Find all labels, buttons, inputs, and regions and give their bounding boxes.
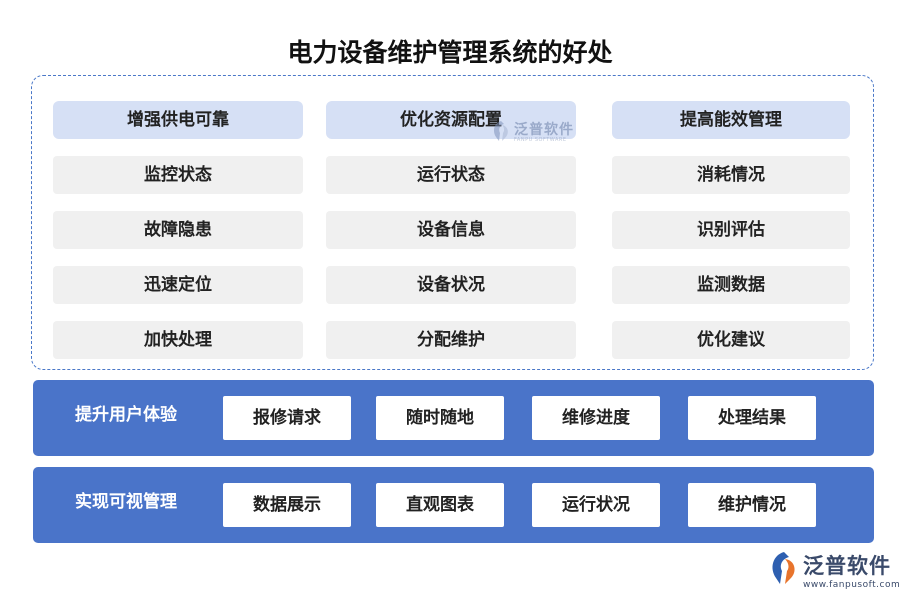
brand-logo: 泛普软件 www.fanpusoft.com bbox=[765, 548, 900, 594]
column-item: 运行状态 bbox=[326, 156, 576, 194]
watermark-sub: FANPU SOFTWARE bbox=[514, 137, 567, 143]
band-user-experience: 提升用户体验 报修请求 随时随地 维修进度 处理结果 bbox=[33, 380, 874, 456]
column-reliability: 增强供电可靠 监控状态 故障隐患 迅速定位 加快处理 bbox=[53, 101, 303, 359]
column-item: 故障隐患 bbox=[53, 211, 303, 249]
column-resources: 优化资源配置 运行状态 设备信息 设备状况 分配维护 bbox=[326, 101, 576, 359]
band-item: 运行状况 bbox=[532, 483, 660, 527]
band-item: 数据展示 bbox=[223, 483, 351, 527]
watermark-name: 泛普软件 bbox=[514, 122, 574, 138]
benefits-panel bbox=[31, 75, 874, 370]
column-header: 优化资源配置 bbox=[326, 101, 576, 139]
column-item: 监测数据 bbox=[612, 266, 850, 304]
band-label: 提升用户体验 bbox=[75, 405, 177, 425]
column-item: 迅速定位 bbox=[53, 266, 303, 304]
column-item: 设备状况 bbox=[326, 266, 576, 304]
band-item: 报修请求 bbox=[223, 396, 351, 440]
band-item: 维护情况 bbox=[688, 483, 816, 527]
column-efficiency: 提高能效管理 消耗情况 识别评估 监测数据 优化建议 bbox=[612, 101, 850, 359]
diagram-title: 电力设备维护管理系统的好处 bbox=[287, 38, 613, 67]
watermark-logo: 泛普软件 FANPU SOFTWARE bbox=[490, 117, 580, 147]
column-header: 增强供电可靠 bbox=[53, 101, 303, 139]
brand-name: 泛普软件 bbox=[803, 554, 891, 578]
band-item: 随时随地 bbox=[376, 396, 504, 440]
column-item: 加快处理 bbox=[53, 321, 303, 359]
band-visual-management: 实现可视管理 数据展示 直观图表 运行状况 维护情况 bbox=[33, 467, 874, 543]
column-item: 设备信息 bbox=[326, 211, 576, 249]
column-item: 识别评估 bbox=[612, 211, 850, 249]
column-header: 提高能效管理 bbox=[612, 101, 850, 139]
band-item: 维修进度 bbox=[532, 396, 660, 440]
column-item: 监控状态 bbox=[53, 156, 303, 194]
band-item: 处理结果 bbox=[688, 396, 816, 440]
band-item: 直观图表 bbox=[376, 483, 504, 527]
column-item: 优化建议 bbox=[612, 321, 850, 359]
brand-url: www.fanpusoft.com bbox=[803, 580, 900, 590]
fanpu-logo-icon bbox=[493, 121, 508, 141]
column-item: 消耗情况 bbox=[612, 156, 850, 194]
band-label: 实现可视管理 bbox=[75, 492, 177, 512]
column-item: 分配维护 bbox=[326, 321, 576, 359]
fanpu-logo-icon bbox=[772, 552, 795, 584]
